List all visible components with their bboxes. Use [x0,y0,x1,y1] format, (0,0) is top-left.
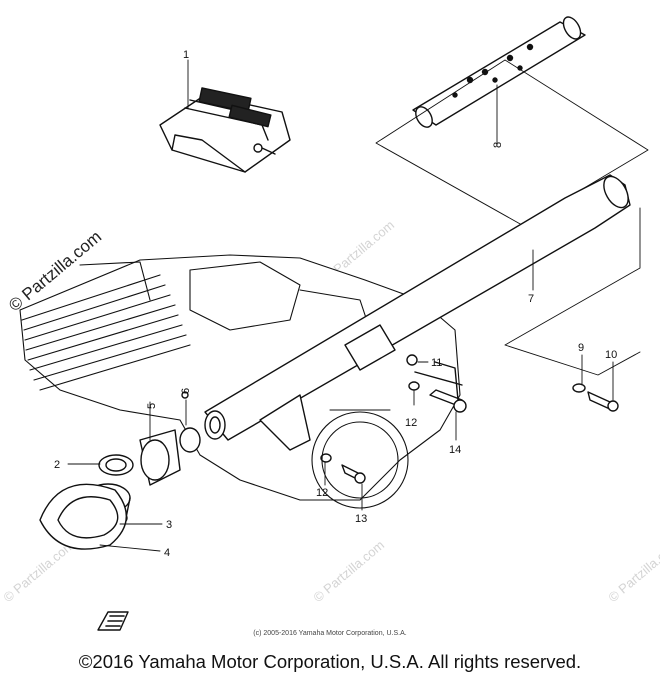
callout-6: 6 [180,388,192,394]
copyright-main: ©2016 Yamaha Motor Corporation, U.S.A. A… [78,651,582,672]
callout-12b: 12 [316,487,328,499]
part-7-muffler [204,174,631,451]
callout-2: 2 [54,459,60,471]
part-11-12-14-fasteners [406,354,467,413]
part-12-13-bolt [320,453,366,484]
part-4-band [39,483,128,550]
callout-11: 11 [431,357,442,369]
part-8-tube [412,16,586,128]
callout-14: 14 [449,444,461,456]
engine-block [19,254,461,509]
leader-lines [67,59,614,552]
copyright-small: (c) 2005-2016 Yamaha Motor Corporation, … [253,630,407,637]
callout-3: 3 [166,519,172,531]
callout-10: 10 [605,349,617,361]
callout-4: 4 [164,547,170,559]
part-5-6-joint [139,391,201,486]
part-9-10-bolt [572,383,619,412]
callout-8: 8 [492,142,504,148]
callout-13: 13 [355,513,367,525]
callout-5: 5 [146,403,158,409]
part-1-air-box [159,87,291,173]
callout-7: 7 [528,293,534,305]
yamaha-small-mark [97,611,129,631]
callout-9: 9 [578,342,584,354]
callout-numbers: 1 2 3 4 5 6 7 8 9 10 11 12 12 13 14 [54,49,617,559]
callout-12a: 12 [405,417,417,429]
part-2-gasket [98,454,134,476]
part-7-bracket-box [504,207,641,376]
callout-1: 1 [183,49,189,61]
part-8-bracket-box [375,59,649,226]
